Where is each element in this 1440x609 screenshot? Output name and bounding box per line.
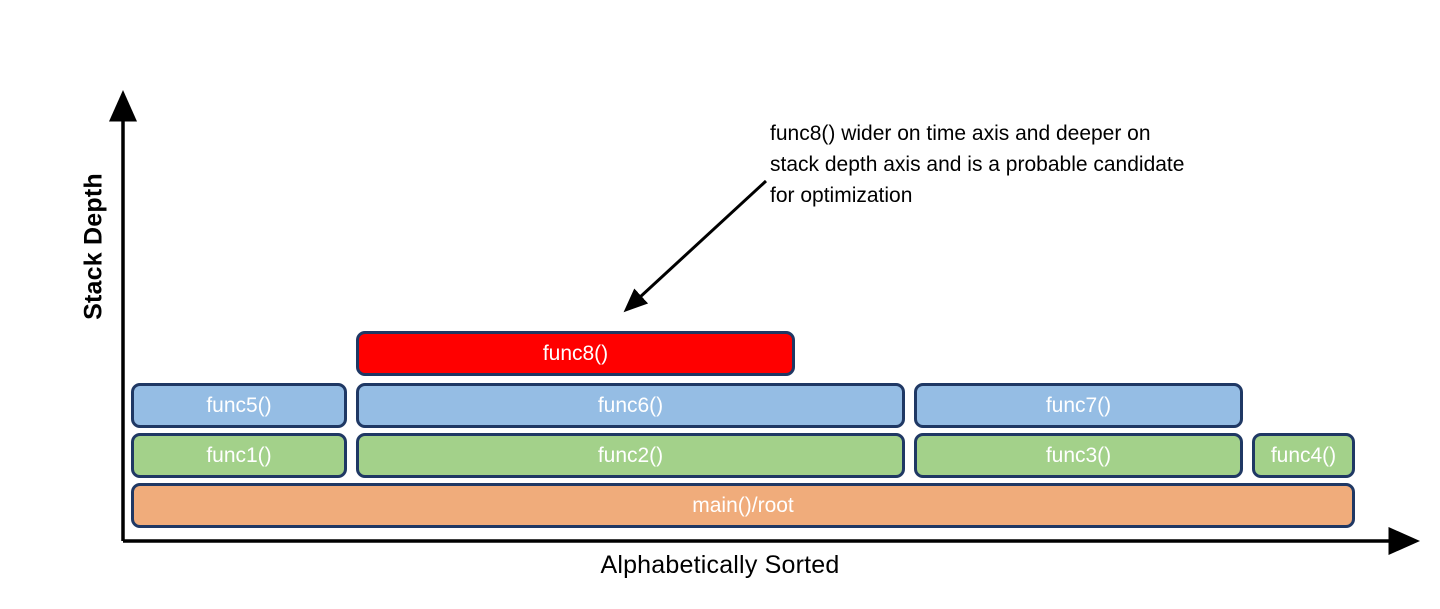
flame-bar-label: main()/root [692, 493, 794, 517]
flame-bar[interactable]: func2() [356, 433, 905, 478]
flame-bar[interactable]: func7() [914, 383, 1243, 428]
flame-bar-label: func1() [206, 443, 272, 467]
flame-bar[interactable]: func5() [131, 383, 347, 428]
annotation-text: func8() wider on time axis and deeper on… [770, 122, 1185, 207]
y-axis-label: Stack Depth [79, 173, 108, 320]
annotation-pointer-arrow [623, 179, 768, 313]
flame-bar[interactable]: func1() [131, 433, 347, 478]
flame-bar[interactable]: func6() [356, 383, 905, 428]
flame-bar[interactable]: func8() [356, 331, 795, 376]
flame-bar-label: func6() [597, 393, 664, 417]
flame-bar-label: func4() [1270, 443, 1337, 467]
flame-bar[interactable]: main()/root [131, 483, 1355, 528]
flame-bar[interactable]: func4() [1252, 433, 1355, 478]
flame-bar[interactable]: func3() [914, 433, 1243, 478]
flame-bar-label: func8() [542, 341, 609, 365]
flame-bar-label: func7() [1045, 393, 1112, 417]
flame-bar-label: func5() [206, 393, 272, 417]
flame-bar-label: func3() [1045, 443, 1112, 467]
x-axis-label: Alphabetically Sorted [600, 551, 840, 579]
flame-bar-label: func2() [597, 443, 664, 467]
